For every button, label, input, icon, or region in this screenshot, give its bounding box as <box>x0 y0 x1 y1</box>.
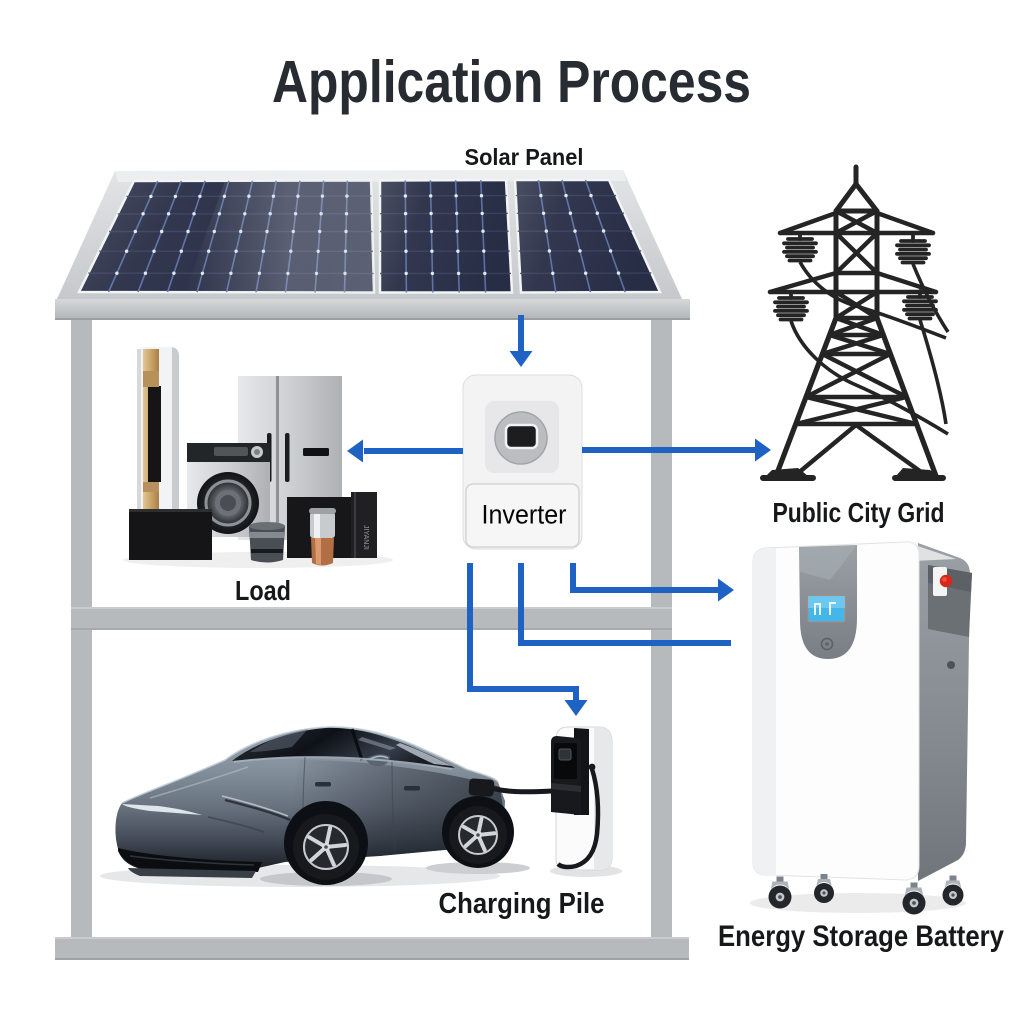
svg-text:Inverter: Inverter <box>482 500 567 530</box>
svg-text:Energy Storage Battery: Energy Storage Battery <box>718 920 1004 953</box>
svg-text:Solar Panel: Solar Panel <box>465 144 584 170</box>
svg-text:Application Process: Application Process <box>272 49 751 115</box>
svg-text:JIYANJI: JIYANJI <box>362 525 369 550</box>
svg-text:Public City Grid: Public City Grid <box>773 497 945 528</box>
svg-text:Charging Pile: Charging Pile <box>439 888 605 920</box>
svg-text:Load: Load <box>235 575 291 606</box>
